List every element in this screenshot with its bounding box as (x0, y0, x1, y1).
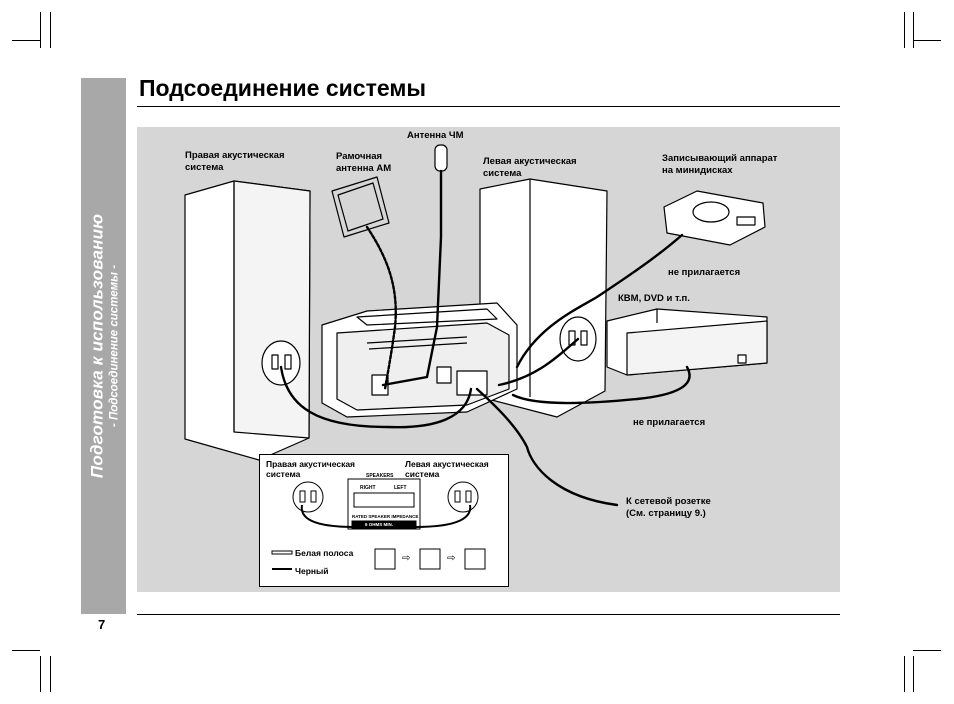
sidebar-title: Подготовка к использованию (87, 213, 106, 479)
vcr-cable (511, 365, 691, 405)
crop-mark (913, 656, 914, 692)
sidebar-tab: Подготовка к использованию - Подсоединен… (81, 78, 126, 614)
label-ac-outlet: К сетевой розетке (См. страницу 9.) (626, 496, 711, 519)
sidebar-text: Подготовка к использованию - Подсоединен… (87, 214, 120, 478)
am-antenna-wire (365, 225, 397, 391)
label-md-recorder: Записывающий аппарат на минидисках (662, 153, 778, 176)
crop-mark (50, 12, 51, 48)
crop-mark (913, 12, 914, 48)
label-fm-antenna: Антенна ЧМ (407, 130, 464, 141)
inset-ohms: 6 OHMS MIN. (365, 522, 394, 527)
inset-label-white-stripe: Белая полоса (295, 548, 354, 558)
footer-rule (137, 614, 840, 615)
power-cord (475, 387, 619, 507)
inset-impedance: RATED SPEAKER IMPEDANCE (352, 514, 419, 519)
right-speaker-cable (279, 365, 473, 429)
label-right-speaker: Правая акустическая система (185, 150, 285, 173)
sidebar-subtitle: - Подсоединение системы - (108, 264, 120, 428)
crop-mark (12, 650, 40, 651)
left-speaker-cable (497, 337, 580, 387)
md-cable (515, 233, 684, 369)
title-rule (137, 106, 840, 107)
speaker-connection-inset: ⇨ ⇨ Правая акустическая система Левая ак… (259, 454, 509, 587)
label-vcr-dvd: КВМ, DVD и т.п. (618, 293, 690, 304)
crop-mark (40, 12, 41, 48)
main-unit-drawing (321, 302, 518, 418)
page-number: 7 (98, 617, 106, 632)
crop-mark (904, 12, 905, 48)
crop-mark (40, 656, 41, 692)
crop-mark (904, 656, 905, 692)
md-recorder-drawing (663, 190, 766, 246)
label-left-speaker: Левая акустическая система (483, 156, 577, 179)
page-title: Подсоединение системы (139, 75, 426, 101)
crop-mark (50, 656, 51, 692)
inset-label-right-speaker: Правая акустическая система (266, 459, 356, 479)
label-am-antenna: Рамочная антенна АМ (336, 151, 392, 174)
inset-label-black: Черный (295, 566, 329, 576)
connection-drawing (184, 144, 768, 507)
inset-panel-right: RIGHT (360, 485, 376, 491)
crop-mark (12, 40, 40, 41)
vcr-dvd-drawing (606, 308, 768, 376)
inset-panel-left: LEFT (394, 485, 407, 491)
svg-text:⇨: ⇨ (447, 553, 455, 564)
fm-antenna-wire (381, 169, 443, 387)
label-not-supplied-vcr: не прилагается (633, 417, 706, 428)
crop-mark (913, 650, 941, 651)
label-not-supplied-md: не прилагается (668, 267, 741, 278)
fm-antenna-drawing (434, 144, 448, 172)
inset-label-left-speaker: Левая акустическая система (405, 459, 489, 479)
right-speaker-drawing (184, 180, 311, 461)
am-antenna-drawing (331, 176, 390, 238)
svg-text:⇨: ⇨ (402, 553, 410, 564)
crop-mark (913, 40, 941, 41)
connection-diagram: Правая акустическая система Рамочная ант… (137, 127, 840, 592)
inset-drawing: ⇨ ⇨ (271, 478, 486, 570)
inset-panel-title: SPEAKERS (366, 473, 394, 479)
